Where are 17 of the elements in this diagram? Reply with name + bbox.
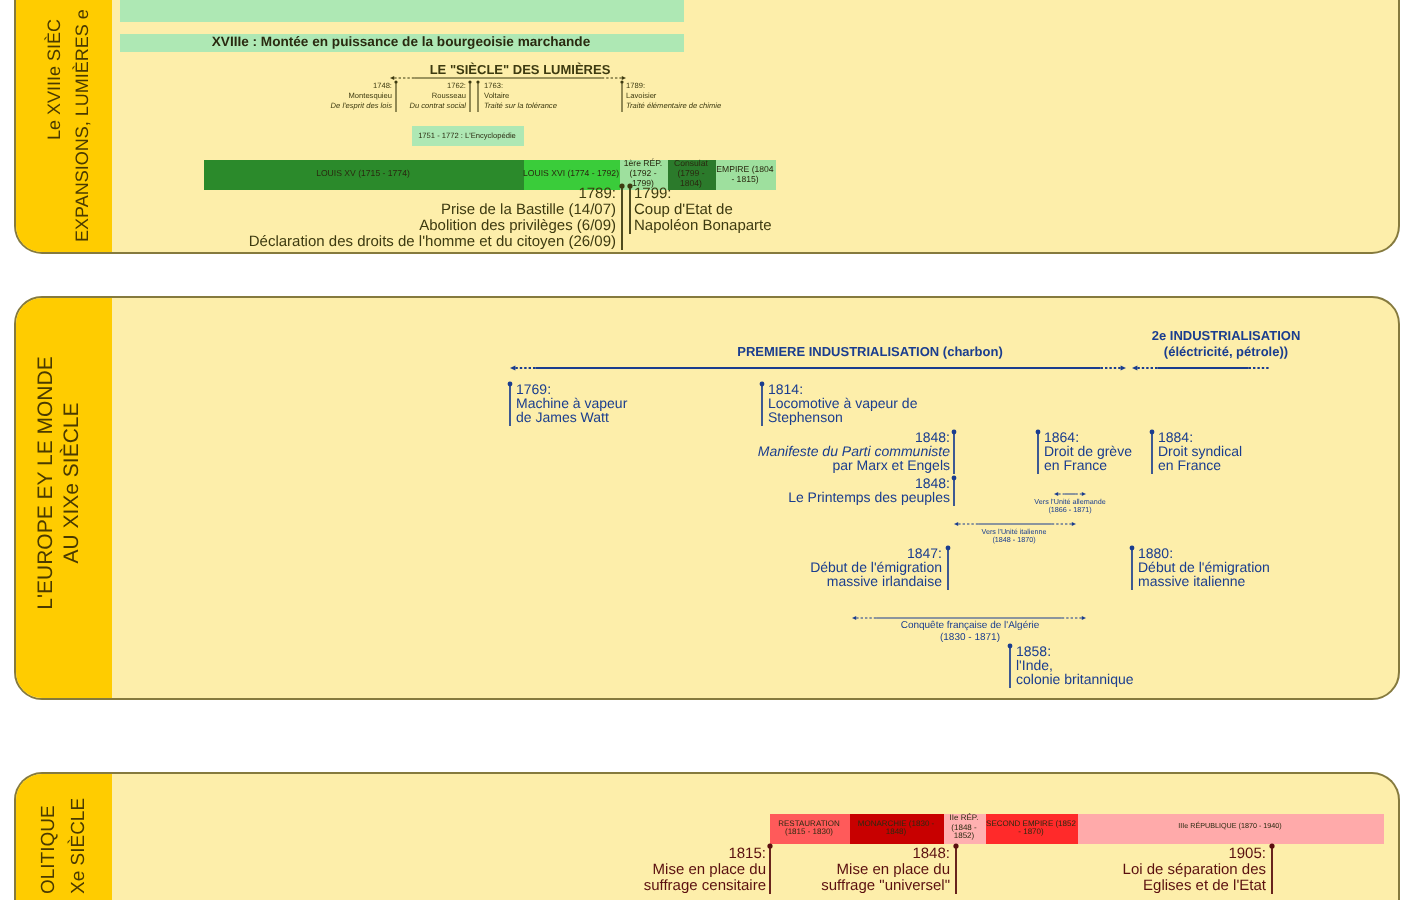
- reign-bar: [849, 813, 943, 843]
- reign-bar: [1077, 813, 1383, 843]
- timeline-panel: [14, 772, 1400, 900]
- panel-heading: Xe SIÈCLE: [65, 797, 91, 894]
- period-bar: [119, 34, 683, 52]
- period-bar: [411, 126, 523, 146]
- timeline-panel: [14, 296, 1400, 700]
- timeline-bar: [119, 0, 683, 22]
- panel-heading: EXPANSIONS, LUMIÈRES e: [69, 9, 93, 242]
- reign-bar: [985, 813, 1077, 843]
- timeline-panel: [14, 0, 1400, 254]
- panel-heading: OLITIQUE: [35, 805, 61, 894]
- reign-bar: [523, 160, 619, 190]
- panel-heading: Le XVIIIe SIÈC: [41, 18, 65, 140]
- panel-heading: L'EUROPE EY LE MONDE AU XIXe SIÈCLE: [33, 354, 85, 614]
- reign-bar: [769, 813, 849, 843]
- reign-bar: [203, 160, 523, 190]
